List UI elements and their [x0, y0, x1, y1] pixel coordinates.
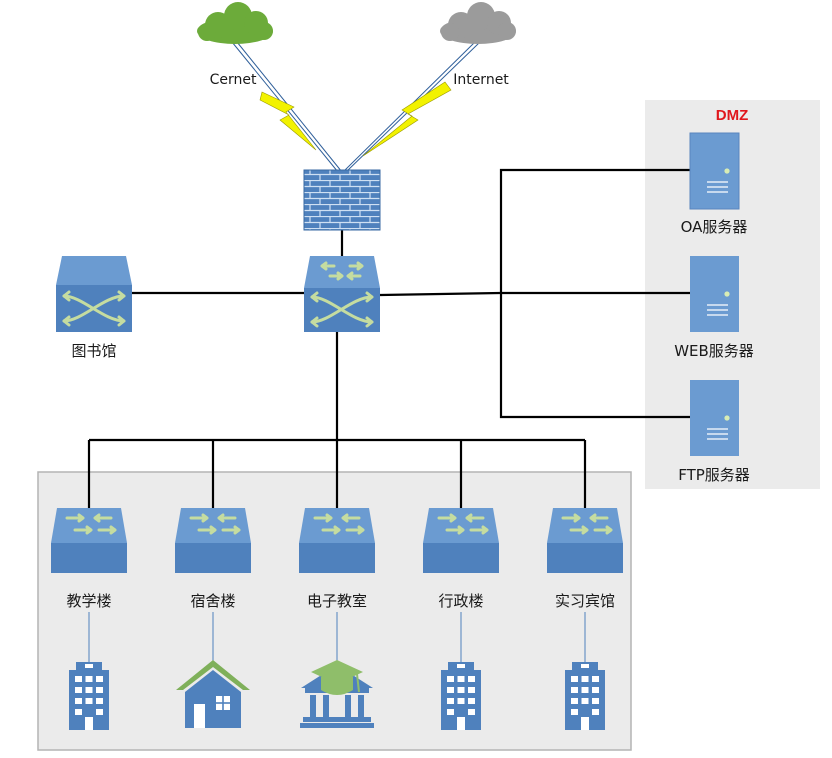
- cloud-links: [231, 41, 481, 173]
- building-label-hotel: 实习宾馆: [554, 592, 616, 610]
- building-dorm-icon: [176, 660, 250, 728]
- server-ftp-icon: [690, 380, 739, 456]
- access-switch-hotel-icon: [547, 508, 623, 573]
- lightning-internet-icon: [362, 81, 452, 157]
- server-oa-icon: [689, 132, 740, 210]
- access-switch-classroom-icon: [299, 508, 375, 573]
- building-label-admin: 行政楼: [438, 592, 484, 610]
- core-switch-icon: [304, 256, 380, 332]
- building-label-dorm: 宿舍楼: [190, 592, 236, 610]
- cloud-internet-icon: [440, 2, 516, 44]
- building-label-classroom: 电子教室: [306, 592, 368, 610]
- server-ftp-label: FTP服务器: [678, 466, 750, 484]
- building-teaching-icon: [69, 662, 109, 730]
- cloud-cernet-label: Cernet: [209, 72, 257, 88]
- building-classroom-icon: [300, 660, 374, 728]
- access-switch-dorm-icon: [175, 508, 251, 573]
- server-web-icon: [690, 256, 739, 332]
- dmz-title: DMZ: [715, 107, 749, 124]
- building-links: [88, 612, 586, 662]
- cloud-internet-label: Internet: [453, 72, 509, 88]
- firewall-icon: [303, 169, 381, 231]
- cloud-cernet-icon: [197, 2, 273, 44]
- access-switch-admin-icon: [423, 508, 499, 573]
- library-label: 图书馆: [71, 342, 117, 360]
- building-label-teaching: 教学楼: [66, 592, 112, 610]
- lightning-cernet-icon: [259, 91, 317, 151]
- building-hotel-icon: [565, 662, 605, 730]
- building-admin-icon: [441, 662, 481, 730]
- server-web-label: WEB服务器: [674, 342, 754, 360]
- library-switch-icon: [56, 256, 132, 332]
- network-links: [87, 168, 715, 508]
- server-oa-label: OA服务器: [680, 218, 748, 236]
- access-switch-teaching-icon: [51, 508, 127, 573]
